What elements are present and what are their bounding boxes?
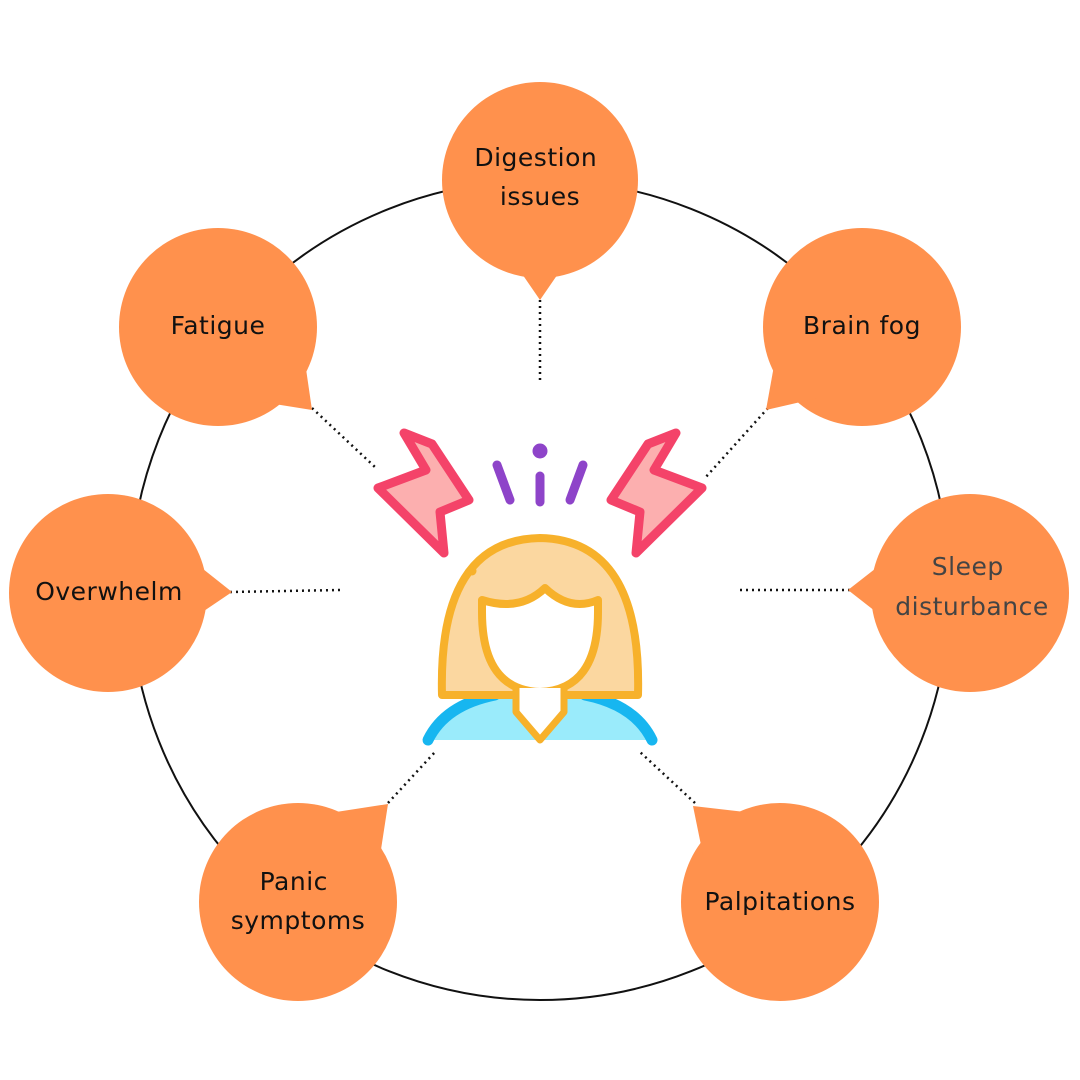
bubble-label-fatigue: Fatigue bbox=[171, 311, 266, 340]
bubble-overwhelm: Overwhelm bbox=[9, 494, 232, 692]
connectors bbox=[229, 300, 850, 804]
bubble-label-panic: Panic symptoms bbox=[231, 867, 366, 935]
bubble-label-sleep: Sleep disturbance bbox=[895, 552, 1048, 621]
bubble-brain-fog: Brain fog bbox=[763, 228, 961, 426]
connector-palpitations bbox=[639, 751, 696, 804]
bubble-fatigue: Fatigue bbox=[119, 228, 317, 426]
bubble-label-palpitations: Palpitations bbox=[704, 887, 855, 916]
bubble-label-digestion: Digestion issues bbox=[474, 143, 605, 211]
connector-fatigue bbox=[311, 407, 377, 469]
connector-panic bbox=[387, 751, 436, 804]
lightning-bolt-right-icon bbox=[606, 428, 707, 558]
bubble-digestion: Digestion issues bbox=[442, 82, 638, 300]
bubble-label-overwhelm: Overwhelm bbox=[35, 577, 183, 606]
bubble-label-brain-fog: Brain fog bbox=[803, 311, 921, 340]
lightning-bolt-left-icon bbox=[373, 428, 474, 558]
stressed-woman-icon bbox=[373, 428, 707, 746]
connector-brain-fog bbox=[704, 407, 769, 479]
stress-lines-icon bbox=[492, 443, 588, 507]
connector-overwhelm bbox=[229, 588, 341, 594]
bubble-panic: Panic symptoms bbox=[199, 803, 397, 1001]
bubble-palpitations: Palpitations bbox=[681, 803, 879, 1001]
bubble-sleep: Sleep disturbance bbox=[848, 494, 1069, 692]
